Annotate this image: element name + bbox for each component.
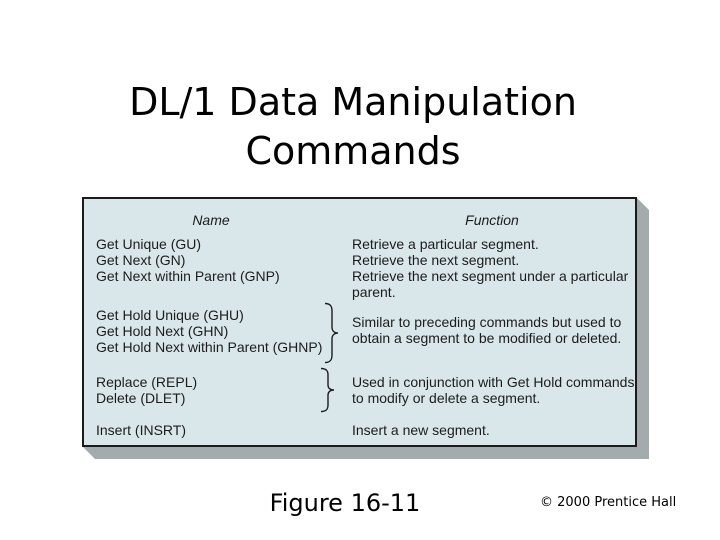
command-name: Get Hold Next (GHN) [96,323,229,339]
figure-caption: Figure 16-11 [269,489,421,517]
command-description: Insert a new segment. [352,422,490,438]
command-name: Delete (DLET) [96,390,186,406]
slide-title: DL/1 Data Manipulation Commands [129,80,577,173]
copyright-notice: © 2000 Prentice Hall [540,495,677,510]
column-header-name: Name [192,212,230,228]
command-name: Get Hold Next within Parent (GHNP) [96,339,323,355]
grouping-brace-icon [324,302,339,364]
command-name: Insert (INSRT) [96,422,186,438]
command-description: Retrieve the next segment under a partic… [352,268,629,300]
command-name: Get Hold Unique (GHU) [96,307,244,323]
command-description: Used in conjunction with Get Hold comman… [352,374,635,406]
command-name: Get Next within Parent (GNP) [96,268,280,284]
command-description: Retrieve the next segment. [352,252,520,268]
command-description: Retrieve a particular segment. [352,236,539,252]
command-name: Replace (REPL) [96,374,198,390]
command-description: Similar to preceding commands but used t… [352,314,622,346]
figure-table [82,197,637,447]
column-header-function: Function [465,212,519,228]
command-name: Get Next (GN) [96,252,186,268]
command-name: Get Unique (GU) [96,236,202,252]
grouping-brace-icon [320,367,335,413]
